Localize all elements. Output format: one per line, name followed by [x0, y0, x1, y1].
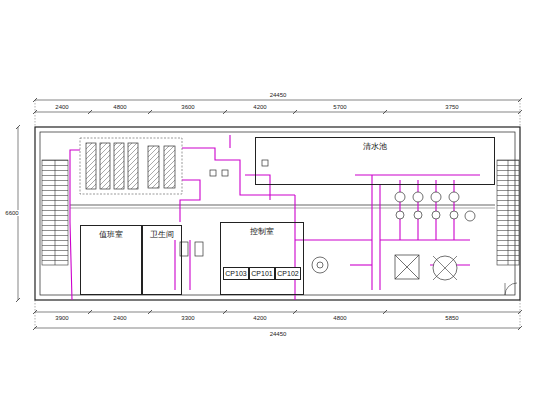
room-box: 值班室 [80, 225, 142, 295]
dimension-text: 3750 [444, 104, 459, 110]
dimension-text: 3300 [180, 315, 195, 321]
control-panel-box: CP101 [249, 267, 275, 280]
control-panel-box: CP102 [275, 267, 301, 280]
room-label: 控制室 [250, 227, 274, 236]
dimension-text: 4200 [252, 104, 267, 110]
room-label: 清水池 [363, 142, 387, 151]
dimension-text: 24450 [269, 92, 288, 98]
dimension-text: 4800 [332, 315, 347, 321]
panel-label: CP103 [225, 270, 246, 278]
dimension-text: 4800 [112, 104, 127, 110]
panel-label: CP101 [251, 270, 272, 278]
dimension-text: 2400 [54, 104, 69, 110]
dimension-text: 3600 [180, 104, 195, 110]
room-box: 清水池 [255, 137, 495, 185]
control-panel-box: CP103 [223, 267, 249, 280]
room-label: 值班室 [99, 230, 123, 239]
dimension-text: 6600 [4, 210, 19, 216]
dimension-text: 5850 [444, 315, 459, 321]
dimension-text: 4200 [252, 315, 267, 321]
dimension-text: 3900 [54, 315, 69, 321]
dimension-text: 24450 [269, 331, 288, 337]
dimension-text: 5700 [332, 104, 347, 110]
room-label: 卫生间 [150, 230, 174, 239]
panel-label: CP102 [277, 270, 298, 278]
dimension-text: 2400 [112, 315, 127, 321]
room-box: 控制室 CP103 CP101 CP102 [220, 222, 304, 295]
room-box: 卫生间 [142, 225, 182, 295]
